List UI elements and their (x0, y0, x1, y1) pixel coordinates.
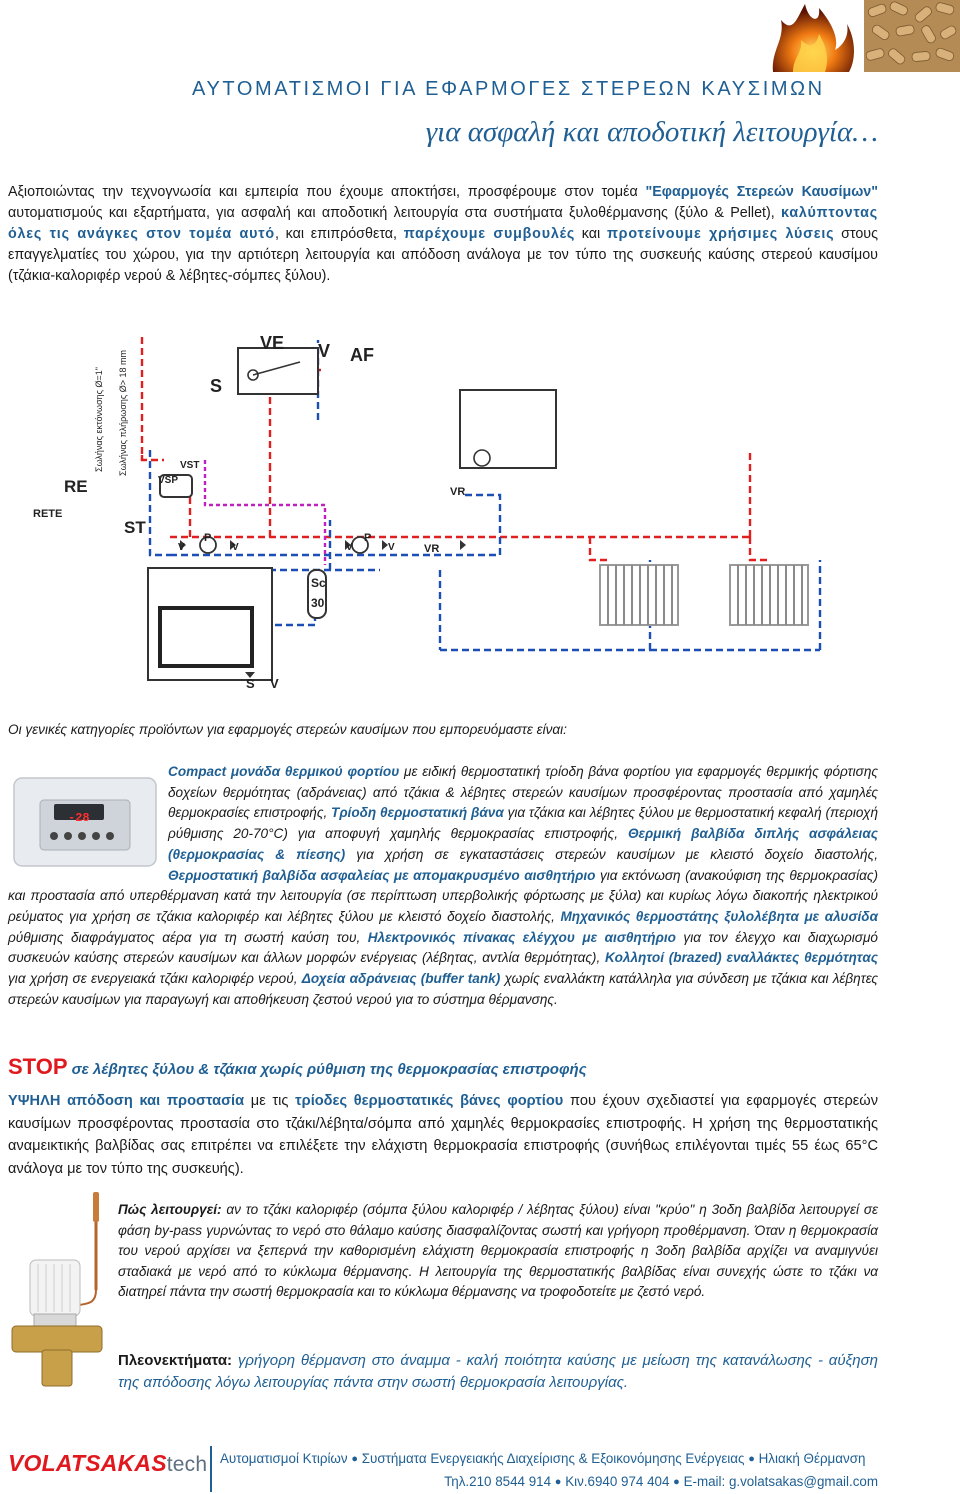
pellets-image (864, 0, 960, 72)
thermostatic-valve-image (11, 1192, 103, 1387)
diagram-label-v: V (318, 341, 331, 361)
footer-service: Ηλιακή Θέρμανση (758, 1451, 866, 1466)
product-text: χωρίς εναλλάκτη κατάλληλα για σύνδεση με… (8, 971, 878, 1007)
how-it-works-label: Πώς λειτουργεί: (118, 1202, 222, 1217)
efficiency-highlight: τρίοδες θερμοστατικές βάνες φορτίου (295, 1093, 564, 1109)
stop-heading: STOP σε λέβητες ξύλου & τζάκια χωρίς ρύθ… (8, 1054, 587, 1080)
footer-phone: Τηλ.210 8544 914 (444, 1474, 552, 1489)
diagram-label-vsp: VSP (158, 475, 179, 486)
product-name: Ηλεκτρονικός πίνακας ελέγχου με αισθητήρ… (367, 929, 676, 945)
efficiency-text: με τις (244, 1093, 296, 1109)
product-text: για εκτόνωση (ανακούφιση της θερμοκρασία… (8, 867, 878, 924)
heating-system-diagram (140, 337, 822, 681)
advantages-paragraph: Πλεονεκτήματα: γρήγορη θέρμανση στο άναμ… (118, 1350, 878, 1394)
diagram-label-vr: VR (450, 486, 466, 498)
how-it-works-paragraph: Πώς λειτουργεί: αν το τζάκι καλοριφέρ (σ… (118, 1200, 878, 1303)
diagram-label-re: RE (64, 477, 88, 496)
intro-text: και (575, 226, 607, 242)
footer-service: Αυτοματισμοί Κτιρίων (220, 1451, 348, 1466)
product-name: Τρίοδη θερμοστατική βάνα (331, 805, 504, 821)
product-name: Compact μονάδα θερμικού φορτίου (168, 764, 400, 779)
diagram-note-expansion-pipe: Σωλήνας εκτόνωσης Ø=1" (94, 367, 104, 472)
efficiency-paragraph: ΥΨΗΛΗ απόδοση και προστασία με τις τρίοδ… (8, 1090, 878, 1180)
diagram-label-v: V (388, 542, 395, 553)
diagram-note-fill-pipe: Σωλήνας πλήρωσης Ø> 18 mm (118, 350, 128, 476)
intro-paragraph: Αξιοποιώντας την τεχνογνωσία και εμπειρί… (8, 182, 878, 287)
diagram-label-v: V (270, 676, 279, 691)
intro-text: αυτοματισμούς και εξαρτήματα, για ασφαλή… (8, 205, 782, 221)
advantages-text: γρήγορη θέρμανση στο άναμμα - καλή ποιότ… (118, 1352, 878, 1391)
electronic-controller-image (13, 777, 157, 867)
product-name: Δοχεία αδράνειας (buffer tank) (301, 971, 501, 987)
diagram-label-st: ST (124, 518, 146, 537)
product-text: για χρήση σε ενεργειακά τζάκι καλοριφέρ … (8, 971, 302, 987)
product-text: με ειδική θερμοστατική τρίοδη βάνα φορτί… (168, 764, 878, 821)
product-text: για τζάκια και λέβητες ξύλου με θερμοστα… (168, 805, 878, 842)
diagram-label-sc: Sc (311, 576, 326, 590)
diagram-label-sc-volume: 30 (311, 596, 325, 610)
footer-service: Συστήματα Ενεργειακής Διαχείρισης & Εξοι… (361, 1451, 745, 1466)
flame-image (763, 0, 858, 72)
stop-subheading: σε λέβητες ξύλου & τζάκια χωρίς ρύθμιση … (67, 1061, 587, 1078)
footer-divider (210, 1446, 212, 1492)
diagram-label-ve: VE (260, 333, 285, 353)
intro-highlight: παρέχουμε συμβουλές (403, 226, 576, 242)
footer-email[interactable]: E-mail: g.volatsakas@gmail.com (683, 1474, 878, 1489)
footer-services: Αυτοματισμοί Κτιρίων ● Συστήματα Ενεργει… (220, 1451, 866, 1466)
diagram-label-vst: VST (180, 460, 200, 471)
diagram-label-p: P (204, 532, 212, 544)
diagram-label-p: P (364, 532, 372, 544)
product-name: Θερμική βαλβίδα διπλής ασφάλειας (θερμοκ… (168, 826, 878, 862)
categories-heading: Οι γενικές κατηγορίες προϊόντων για εφαρ… (8, 722, 567, 737)
diagram-label-v: V (232, 542, 239, 553)
footer-contacts: Τηλ.210 8544 914 ● Κιν.6940 974 404 ● E-… (444, 1474, 878, 1489)
product-text: για χρήση σε εγκαταστάσεις στερεών καυσί… (345, 846, 878, 862)
page-title: ΑΥΤΟΜΑΤΙΣΜΟΙ ΓΙΑ ΕΦΑΡΜΟΓΕΣ ΣΤΕΡΕΩΝ ΚΑΥΣΙ… (192, 78, 825, 100)
intro-highlight: προτείνουμε χρήσιμες λύσεις (606, 226, 835, 242)
products-paragraph: Compact μονάδα θερμικού φορτίου με ειδικ… (8, 762, 878, 1010)
stop-word: STOP (8, 1054, 68, 1079)
product-name: Μηχανικός θερμοστάτης ξυλολέβητα με αλυσ… (560, 908, 878, 924)
brand-suffix: tech (166, 1453, 208, 1476)
efficiency-highlight: ΥΨΗΛΗ απόδοση και προστασία (8, 1093, 245, 1109)
intro-highlight: καλύπτοντας όλες τις ανάγκες στον τομέα … (8, 205, 878, 242)
how-it-works-text: αν το τζάκι καλοριφέρ (σόμπα ξύλου καλορ… (118, 1202, 878, 1299)
product-name: Κολλητοί (brazed) εναλλάκτες θερμότητας (605, 950, 879, 966)
brand-logo: VOLATSAKAStech (8, 1450, 207, 1477)
diagram-label-v: V (346, 542, 353, 553)
page-subtitle: για ασφαλή και αποδοτική λειτουργία… (425, 116, 878, 148)
diagram-label-vr: VR (424, 543, 440, 555)
product-name: Θερμοστατική βαλβίδα ασφαλείας με απομακ… (168, 867, 596, 883)
intro-text: , και επιπρόσθετα, (274, 226, 404, 242)
diagram-label-af: AF (350, 345, 374, 365)
diagram-label-s: S (210, 376, 223, 396)
intro-text: Αξιοποιώντας την τεχνογνωσία και εμπειρί… (8, 184, 646, 200)
efficiency-text: που έχουν σχεδιαστεί για εφαρμογές στερε… (8, 1093, 878, 1177)
brand-name: VOLATSAKAS (8, 1450, 167, 1476)
product-text: ρύθμισης διαφράγματος αέρα για τη σωστή … (8, 929, 368, 945)
intro-highlight: "Εφαρμογές Στερεών Καυσίμων" (645, 184, 878, 200)
diagram-label-v: V (178, 542, 185, 553)
diagram-label-rete: RETE (33, 508, 63, 520)
product-text: για τον έλεγχο και διαχωρισμό συσκευών κ… (8, 929, 878, 966)
controller-display: -28 (68, 811, 90, 825)
controller-wrap-spacer (8, 762, 168, 884)
intro-text: στους επαγγελματίες του χώρου, για την α… (8, 226, 879, 284)
diagram-label-s: S (246, 676, 255, 691)
advantages-label: Πλεονεκτήματα: (118, 1352, 233, 1369)
footer-mobile: Κιν.6940 974 404 (565, 1474, 670, 1489)
